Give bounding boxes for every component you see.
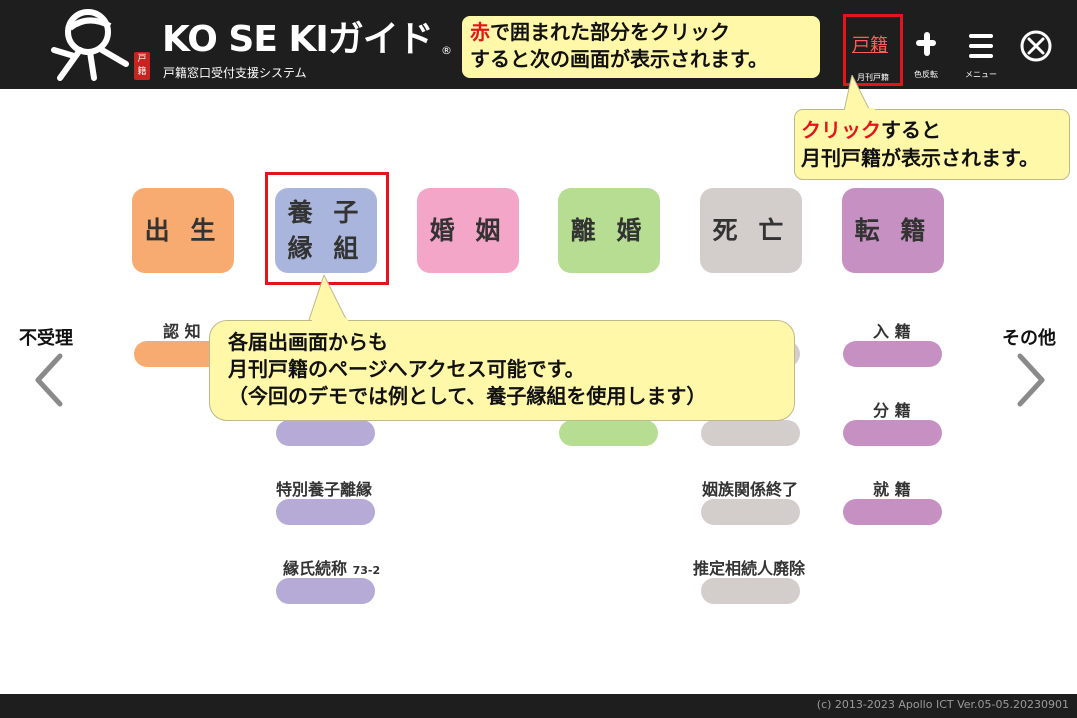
app-brand-title: KO SE KIガイド: [162, 19, 434, 60]
info-line1: 各届出画面からも: [228, 330, 388, 354]
pill-inzoku[interactable]: [701, 499, 800, 525]
sub-label-suitei: 推定相続人廃除: [693, 559, 806, 578]
sub-label-nyuseki: 入 籍: [873, 322, 911, 341]
menu-caption: メニュー: [965, 70, 997, 79]
close-button[interactable]: [1016, 14, 1056, 86]
chevron-left-icon[interactable]: [30, 352, 70, 412]
monthly-koseki-button[interactable]: 戸籍 月刊戸籍: [843, 14, 903, 86]
category-label: 出 生: [144, 215, 222, 245]
pill-suitei[interactable]: [701, 578, 800, 604]
category-divorce-button[interactable]: 離 婚: [558, 188, 660, 273]
pill-divorce-1[interactable]: [559, 420, 658, 446]
color-invert-button[interactable]: 色反転: [906, 14, 946, 86]
hint-line2: 月刊戸籍が表示されます。: [801, 146, 1039, 170]
koseki-book-icon: 戸籍: [852, 35, 888, 56]
nav-label-furizi: 不受理: [19, 328, 73, 349]
enshi-article-number: 73-2: [352, 564, 381, 577]
hint-line1: すると: [881, 118, 941, 142]
pill-enshi[interactable]: [276, 578, 375, 604]
pill-special-adoption-dissolution[interactable]: [276, 499, 375, 525]
access-info-tooltip: 各届出画面からも 月刊戸籍のページへアクセス可能です。 （今回のデモでは例として…: [209, 320, 795, 421]
info-line3: （今回のデモでは例として、養子縁組を使用します）: [228, 384, 707, 408]
category-death-button[interactable]: 死 亡: [700, 188, 802, 273]
hint-red-word: クリック: [801, 118, 881, 142]
center-pointer-join: [312, 318, 348, 322]
close-circle-icon: [1020, 30, 1052, 62]
tip-line2: すると次の画面が表示されます。: [470, 47, 768, 71]
enshi-text: 縁氏続称: [283, 559, 348, 578]
category-label: 離 婚: [570, 215, 648, 245]
category-transfer-button[interactable]: 転 籍: [842, 188, 944, 273]
color-invert-caption: 色反転: [914, 70, 938, 79]
sub-label-shuseki: 就 籍: [873, 480, 911, 499]
tip-red-word: 赤: [470, 20, 490, 44]
copyright-version: (c) 2013-2023 Apollo ICT Ver.05-05.20230…: [816, 698, 1069, 711]
selected-highlight-frame: [265, 172, 389, 285]
category-birth-button[interactable]: 出 生: [132, 188, 234, 273]
category-label: 婚 姻: [429, 215, 507, 245]
pill-adoption-1[interactable]: [276, 420, 375, 446]
mascot-logo-icon: [51, 9, 129, 81]
sub-label-ninchi: 認 知: [163, 322, 201, 341]
pill-bunseki[interactable]: [843, 420, 942, 446]
invert-toggle-icon: [916, 32, 936, 56]
category-marriage-button[interactable]: 婚 姻: [417, 188, 519, 273]
koseki-seal-icon: 戸籍: [134, 52, 150, 80]
category-label: 転 籍: [854, 215, 932, 245]
category-label: 死 亡: [712, 215, 790, 245]
chevron-right-icon[interactable]: [1010, 352, 1050, 412]
pill-death-2[interactable]: [701, 420, 800, 446]
tip-line1: で囲まれた部分をクリック: [490, 20, 730, 44]
menu-button[interactable]: メニュー: [961, 14, 1001, 86]
hamburger-menu-icon: [969, 34, 993, 58]
app-subtitle: 戸籍窓口受付支援システム: [163, 66, 307, 80]
app-header: 戸籍 KO SE KIガイド ® 戸籍窓口受付支援システム 赤で囲まれた部分をク…: [0, 0, 1077, 89]
sub-label-enshi: 縁氏続称 73-2: [283, 555, 380, 579]
click-hint-tooltip: クリックすると 月刊戸籍が表示されます。: [794, 109, 1070, 180]
category-label: 養 子 縁 組: [287, 197, 365, 263]
monthly-koseki-caption: 月刊戸籍: [857, 73, 889, 82]
category-adoption-button[interactable]: 養 子 縁 組: [275, 188, 377, 273]
nav-label-other: その他: [1002, 328, 1056, 349]
sub-label-inzoku: 姻族関係終了: [702, 480, 799, 499]
registered-mark: ®: [441, 44, 452, 57]
pill-shuseki[interactable]: [843, 499, 942, 525]
sub-label-bunseki: 分 籍: [873, 401, 911, 420]
tooltip-pointer-join: [845, 108, 875, 111]
info-line2: 月刊戸籍のページへアクセス可能です。: [228, 357, 585, 381]
instruction-tooltip: 赤で囲まれた部分をクリック すると次の画面が表示されます。: [462, 16, 820, 78]
sub-label-special-adoption-dissolution: 特別養子離縁: [276, 480, 373, 499]
app-footer: (c) 2013-2023 Apollo ICT Ver.05-05.20230…: [0, 694, 1077, 718]
pill-nyuseki[interactable]: [843, 341, 942, 367]
